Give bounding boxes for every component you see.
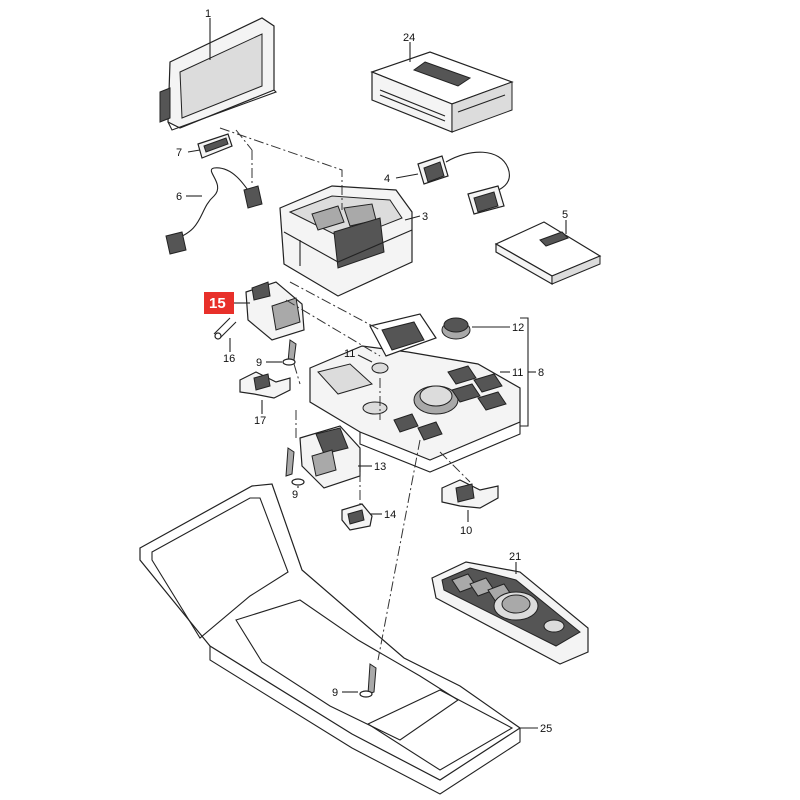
label-12: 12 [512,322,524,334]
part-8-control-panel[interactable] [309,313,521,473]
label-8: 8 [538,367,544,379]
assembly-lines [219,127,471,661]
label-24: 24 [403,32,415,44]
label-10: 10 [460,525,472,537]
part-10-bracket[interactable] [441,479,499,509]
label-21: 21 [509,551,521,563]
label-11a: 11 [344,348,355,360]
part-14-clip[interactable] [341,503,373,531]
label-5: 5 [562,209,568,221]
part-11-button-left[interactable] [371,362,389,374]
label-6: 6 [176,191,182,203]
part-5-module[interactable] [494,221,602,286]
label-3: 3 [422,211,428,223]
part-12-rotary-knob[interactable] [441,317,471,340]
part-9c-screw[interactable] [359,663,377,698]
part-17-bracket[interactable] [239,371,291,399]
label-9c: 9 [332,687,338,699]
part-1-display[interactable] [159,17,277,131]
label-4: 4 [384,173,390,185]
label-9b: 9 [292,489,298,501]
part-4-adapter-cable[interactable] [417,151,510,215]
label-13: 13 [374,461,386,473]
part-9a-screw[interactable] [282,339,297,366]
part-15-switch-unit[interactable] [213,281,305,341]
label-16: 16 [223,353,235,365]
label-1: 1 [205,8,211,20]
part-21-mmi-control[interactable] [431,561,589,665]
part-6-cable[interactable] [165,167,263,255]
label-15: 15 [209,295,226,312]
part-24-media-unit[interactable] [370,51,514,133]
part-3-console-frame[interactable] [279,185,413,297]
part-9b-screw[interactable] [285,447,305,486]
part-13-switch[interactable] [299,425,361,489]
label-25: 25 [540,723,552,735]
label-14: 14 [384,509,396,521]
label-9a: 9 [256,357,262,369]
part-25-trim-panel[interactable] [139,483,522,795]
part-7-connector[interactable] [197,133,233,159]
label-7: 7 [176,147,182,159]
highlight-box-15 [204,292,234,314]
label-11b: 11 [512,367,523,379]
label-17: 17 [254,415,266,427]
